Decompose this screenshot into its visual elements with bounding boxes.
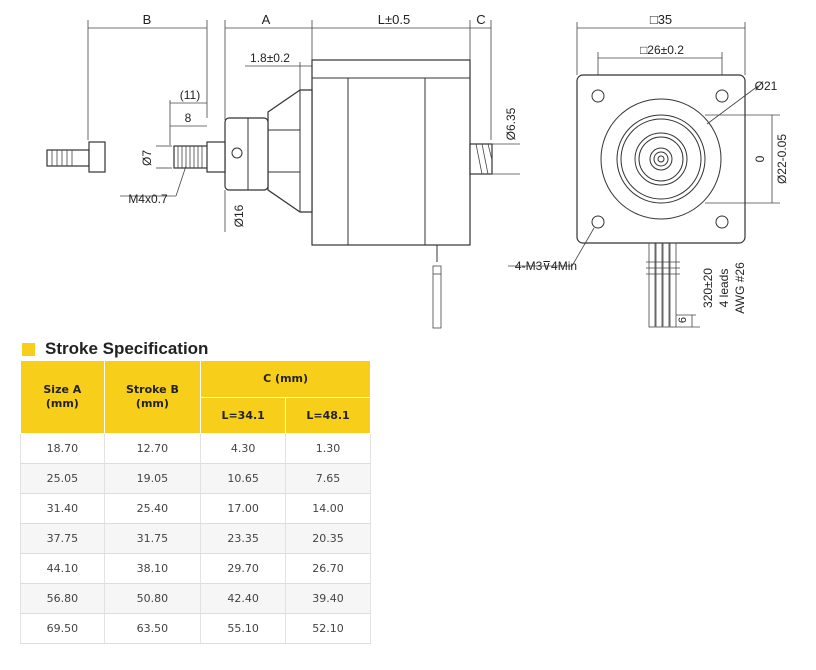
cell-size-a: 25.05 — [20, 463, 105, 494]
section-marker — [22, 342, 35, 356]
cell-c-l1: 42.40 — [200, 583, 287, 614]
dim-leads-label: 4 leads — [717, 269, 731, 308]
section-header: Stroke Specification — [22, 339, 208, 359]
dim-zero-label: 0 — [753, 155, 767, 162]
table-row: 44.10 38.10 29.70 26.70 — [20, 553, 371, 584]
cell-c-l2: 7.65 — [285, 463, 371, 494]
dim-11-label: (11) — [180, 88, 200, 102]
cell-c-l1: 17.00 — [200, 493, 287, 524]
dim-phi7-label: Ø7 — [140, 150, 154, 166]
dim-sq26-label: □26±0.2 — [640, 43, 684, 57]
cell-c-l1: 4.30 — [200, 433, 287, 464]
cell-c-l2: 1.30 — [285, 433, 371, 464]
cell-stroke-b: 50.80 — [103, 583, 202, 614]
technical-drawing: B A L±0.5 C 1.8±0.2 Ø16 (11) 8 — [46, 12, 789, 329]
cell-c-l1: 55.10 — [200, 613, 287, 644]
cell-c-l2: 20.35 — [285, 523, 371, 554]
cell-stroke-b: 63.50 — [103, 613, 202, 644]
table-row: 31.40 25.40 17.00 14.00 — [20, 493, 371, 524]
dim-c-label: C — [476, 12, 485, 27]
side-view: B A L±0.5 C 1.8±0.2 Ø16 (11) 8 — [46, 12, 520, 329]
cell-c-l2: 39.40 — [285, 583, 371, 614]
dim-sq35-label: □35 — [650, 12, 672, 27]
table-row: 69.50 63.50 55.10 52.10 — [20, 613, 371, 644]
dim-lead-len-label: 320±20 — [701, 268, 715, 308]
table-row: 25.05 19.05 10.65 7.65 — [20, 463, 371, 494]
header-size-a-title: Size A — [43, 383, 82, 396]
section-title: Stroke Specification — [45, 339, 209, 358]
cell-size-a: 44.10 — [20, 553, 105, 584]
dim-phi16-label: Ø16 — [232, 204, 246, 227]
header-stroke-b-unit: (mm) — [135, 397, 169, 410]
dim-phi22-label: Ø22-0.05 — [775, 134, 789, 184]
dim-1-8-label: 1.8±0.2 — [250, 51, 290, 65]
table-row: 37.75 31.75 23.35 20.35 — [20, 523, 371, 554]
header-stroke-b: Stroke B (mm) — [103, 360, 202, 434]
stroke-spec-table: Size A (mm) Stroke B (mm) C (mm) L=34.1 … — [20, 360, 371, 644]
cell-stroke-b: 12.70 — [103, 433, 202, 464]
dim-a-label: A — [262, 12, 271, 27]
cell-size-a: 31.40 — [20, 493, 105, 524]
dim-phi21-label: Ø21 — [755, 79, 778, 93]
header-stroke-b-title: Stroke B — [125, 383, 179, 396]
cell-size-a: 69.50 — [20, 613, 105, 644]
cell-c-l1: 23.35 — [200, 523, 287, 554]
dim-l-label: L±0.5 — [378, 12, 410, 27]
cell-c-l1: 29.70 — [200, 553, 287, 584]
dim-b-label: B — [143, 12, 152, 27]
dim-8-label: 8 — [185, 111, 192, 125]
header-l2: L=48.1 — [285, 397, 371, 434]
dim-holes-label: 4-M3⊽4Min — [515, 259, 577, 273]
cell-c-l2: 26.70 — [285, 553, 371, 584]
header-size-a: Size A (mm) — [20, 360, 105, 434]
header-size-a-unit: (mm) — [45, 397, 79, 410]
table-row: 56.80 50.80 42.40 39.40 — [20, 583, 371, 614]
cell-stroke-b: 38.10 — [103, 553, 202, 584]
cell-size-a: 56.80 — [20, 583, 105, 614]
header-l1: L=34.1 — [200, 397, 287, 434]
cell-c-l2: 14.00 — [285, 493, 371, 524]
front-view: □35 □26±0.2 Ø21 0 Ø22-0.05 4- — [508, 12, 789, 328]
table-row: 18.70 12.70 4.30 1.30 — [20, 433, 371, 464]
cell-stroke-b: 31.75 — [103, 523, 202, 554]
cell-size-a: 18.70 — [20, 433, 105, 464]
dim-phi635-label: Ø6.35 — [504, 107, 518, 140]
cell-c-l2: 52.10 — [285, 613, 371, 644]
cell-stroke-b: 25.40 — [103, 493, 202, 524]
cell-stroke-b: 19.05 — [103, 463, 202, 494]
cell-c-l1: 10.65 — [200, 463, 287, 494]
dim-thread-label: M4x0.7 — [128, 192, 168, 206]
dim-six-label: 6 — [677, 317, 689, 323]
header-c: C (mm) — [200, 360, 371, 398]
dim-awg-label: AWG #26 — [733, 262, 747, 314]
cell-size-a: 37.75 — [20, 523, 105, 554]
